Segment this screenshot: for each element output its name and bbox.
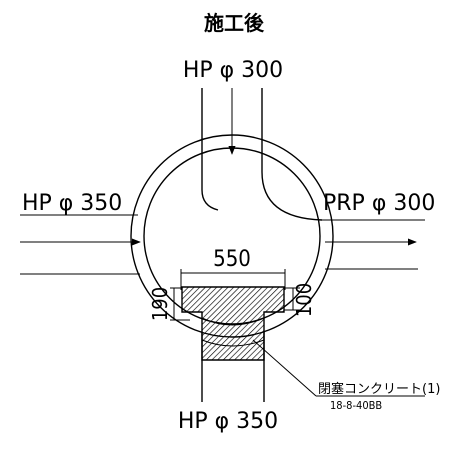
note-line-1: 閉塞コンクリート(1): [318, 381, 440, 397]
top-pipe-right-wall: [261, 88, 323, 221]
width-dimension-label: 550: [213, 247, 251, 272]
top-pipe-label: HP φ 300: [183, 58, 283, 83]
right-height-dimension: 100: [284, 283, 316, 317]
concrete-plug: [181, 286, 285, 361]
left-pipe-label: HP φ 350: [22, 191, 122, 216]
note-leader-line: [252, 339, 317, 397]
diagram-title: 施工後: [204, 11, 265, 35]
bottom-pipe-label: HP φ 350: [178, 409, 278, 434]
right-height-label: 100: [292, 283, 316, 317]
left-height-label: 190: [148, 287, 172, 321]
concrete-plug-inner-curve-2: [201, 339, 265, 347]
right-pipe-label: PRP φ 300: [323, 191, 435, 216]
note-line-2: 18-8-40BB: [330, 399, 382, 412]
top-pipe-left-wall: [201, 88, 219, 211]
left-height-dimension: 190: [148, 287, 190, 321]
concrete-plug-inner-curve-1: [201, 317, 265, 326]
